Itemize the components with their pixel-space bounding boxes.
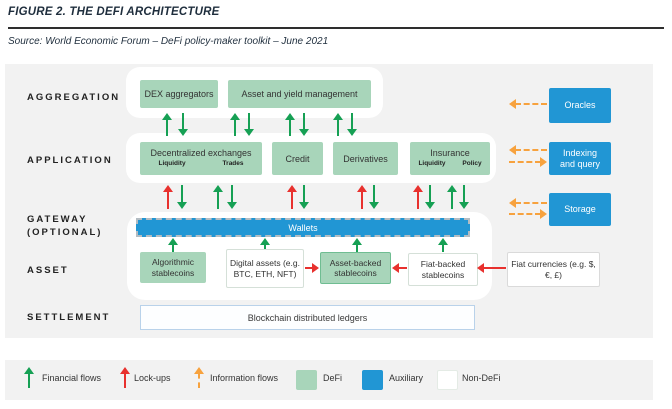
financial-flow-arrow (299, 185, 309, 209)
sublabel-liquidity: Liquidity (418, 160, 446, 167)
layer-label-settlement: SETTLEMENT (27, 312, 111, 323)
box-fiat-currencies: Fiat currencies (e.g. $, €, £) (507, 252, 600, 287)
legend-non-defi-label: Non-DeFi (462, 373, 501, 383)
financial-flow-arrow (162, 113, 172, 136)
layer-label-gateway-line1: GATEWAY (27, 214, 88, 225)
financial-flow-arrow (227, 185, 237, 209)
box-storage: Storage (549, 193, 611, 226)
defi-swatch (296, 370, 317, 390)
box-derivatives: Derivatives (333, 142, 398, 175)
box-digital-assets: Digital assets (e.g. BTC, ETH, NFT) (226, 249, 304, 288)
source-caption: Source: World Economic Forum – DeFi poli… (8, 36, 329, 47)
financial-flow-arrow (244, 113, 254, 136)
non-defi-swatch (437, 370, 458, 390)
legend-information-flows-label: Information flows (210, 373, 279, 383)
financial-flow-arrow (347, 113, 357, 136)
financial-flow-arrow (285, 113, 295, 136)
financial-flow-arrow (230, 113, 240, 136)
information-flow-arrow (509, 157, 547, 167)
box-indexing-query: Indexing and query (549, 142, 611, 175)
layer-label-asset: ASSET (27, 265, 69, 276)
sublabel-policy: Policy (462, 160, 482, 167)
box-fiat-backed-stablecoins: Fiat-backed stablecoins (408, 253, 478, 286)
financial-flow-legend-icon (24, 367, 34, 388)
lockup-arrow (287, 185, 297, 209)
information-flow-arrow (509, 198, 547, 208)
financial-flow-arrow (299, 113, 309, 136)
box-label: Insurance (430, 148, 470, 158)
financial-flow-arrow (352, 238, 362, 252)
layer-label-gateway-line2: (OPTIONAL) (27, 227, 103, 238)
legend-lock-ups-label: Lock-ups (134, 373, 171, 383)
financial-flow-arrow (213, 185, 223, 209)
box-decentralized-exchanges: Decentralized exchanges Liquidity Trades (140, 142, 262, 175)
auxiliary-swatch (362, 370, 383, 390)
legend-financial-flows-label: Financial flows (42, 373, 102, 383)
financial-flow-arrow (438, 238, 448, 252)
box-credit: Credit (272, 142, 323, 175)
box-label: Decentralized exchanges (150, 148, 252, 158)
financial-flow-arrow (459, 185, 469, 209)
box-asset-yield-management: Asset and yield management (228, 80, 371, 108)
information-flow-arrow (509, 209, 547, 219)
box-oracles: Oracles (549, 88, 611, 123)
lockup-arrow (477, 263, 506, 273)
layer-label-gateway: GATEWAY (OPTIONAL) (27, 213, 102, 239)
financial-flow-arrow (178, 113, 188, 136)
lockup-arrow (392, 263, 407, 273)
lockup-arrow (357, 185, 367, 209)
financial-flow-arrow (425, 185, 435, 209)
box-dex-aggregators: DEX aggregators (140, 80, 218, 108)
financial-flow-arrow (447, 185, 457, 209)
lockup-arrow (413, 185, 423, 209)
layer-label-application: APPLICATION (27, 155, 113, 166)
information-flow-arrow (509, 145, 547, 155)
figure-title: FIGURE 2. THE DEFI ARCHITECTURE (8, 6, 220, 18)
layer-label-aggregation: AGGREGATION (27, 92, 121, 103)
title-divider (8, 27, 664, 29)
financial-flow-arrow (168, 238, 178, 252)
financial-flow-arrow (333, 113, 343, 136)
sublabel-liquidity: Liquidity (158, 160, 186, 167)
information-flow-arrow (509, 99, 547, 109)
lockup-legend-icon (120, 367, 130, 388)
financial-flow-arrow (369, 185, 379, 209)
wallets-bar: Wallets (136, 218, 470, 237)
settlement-box: Blockchain distributed ledgers (140, 305, 475, 330)
box-algorithmic-stablecoins: Algorithmic stablecoins (140, 252, 206, 283)
legend-defi-label: DeFi (323, 373, 343, 383)
sublabel-trades: Trades (222, 160, 244, 167)
lockup-arrow (163, 185, 173, 209)
box-insurance: Insurance Liquidity Policy (410, 142, 490, 175)
information-flow-legend-icon (194, 367, 204, 388)
lockup-arrow (305, 263, 319, 273)
financial-flow-arrow (177, 185, 187, 209)
financial-flow-arrow (260, 238, 270, 252)
legend-auxiliary-label: Auxiliary (389, 373, 424, 383)
box-asset-backed-stablecoins: Asset-backed stablecoins (320, 252, 391, 284)
legend-strip (5, 360, 653, 400)
